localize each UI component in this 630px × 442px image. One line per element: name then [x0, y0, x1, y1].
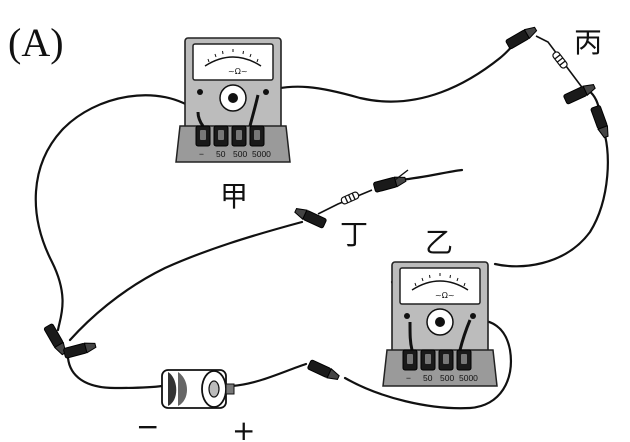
wire-ding-right: [398, 168, 464, 182]
wire-jia-right: [256, 36, 522, 103]
resistor-ding-label: 丁: [340, 218, 368, 251]
meter-jia-label: 甲: [220, 180, 248, 213]
meter-yi-label: 乙: [425, 226, 453, 259]
resistor-bing: [505, 26, 609, 139]
clip-battery-positive: [307, 359, 340, 380]
meter-jia-terminal-neg: −: [199, 149, 204, 159]
clip-ding-left: [294, 208, 327, 229]
wire-clip-to-yi: [343, 318, 513, 410]
resistor-ding: [294, 169, 409, 229]
wire-battery-to-clip: [230, 362, 308, 388]
battery: [161, 369, 235, 409]
wire-left-to-battery: [66, 356, 164, 390]
svg-text:~Ω~: ~Ω~: [228, 67, 248, 76]
meter-yi-terminal-neg: −: [406, 373, 411, 383]
wire-bing-to-yi: [493, 124, 609, 268]
clip-bing-low: [590, 105, 609, 139]
meter-jia-sockets: [195, 125, 265, 147]
meter-yi-terminal-50: 50: [423, 373, 433, 383]
resistor-bing-label: 丙: [574, 26, 602, 59]
meter-jia-terminal-50: 50: [216, 149, 226, 159]
wires: [34, 36, 609, 410]
panel-label: (A): [8, 20, 64, 65]
battery-positive-label: +: [232, 414, 255, 442]
meter-jia-terminal-5000: 5000: [252, 149, 271, 159]
left-clip-pair: [43, 323, 97, 359]
clip-bing-top: [505, 26, 538, 50]
svg-text:~Ω~: ~Ω~: [435, 291, 455, 300]
meter-yi-terminal-500: 500: [440, 373, 454, 383]
meter-yi: ~Ω~ − 50 500 5000: [382, 261, 498, 387]
clip-ding-right: [373, 176, 407, 193]
battery-negative-label: −: [136, 410, 159, 442]
wire-jia-left: [34, 94, 200, 332]
meter-yi-sockets: [402, 349, 472, 371]
clip-bing-mid: [563, 84, 596, 105]
wire-ding-left: [68, 220, 304, 342]
meter-yi-terminal-5000: 5000: [459, 373, 478, 383]
meter-jia: ~Ω~ − 50 500 5000: [175, 37, 291, 163]
meter-jia-terminal-500: 500: [233, 149, 247, 159]
